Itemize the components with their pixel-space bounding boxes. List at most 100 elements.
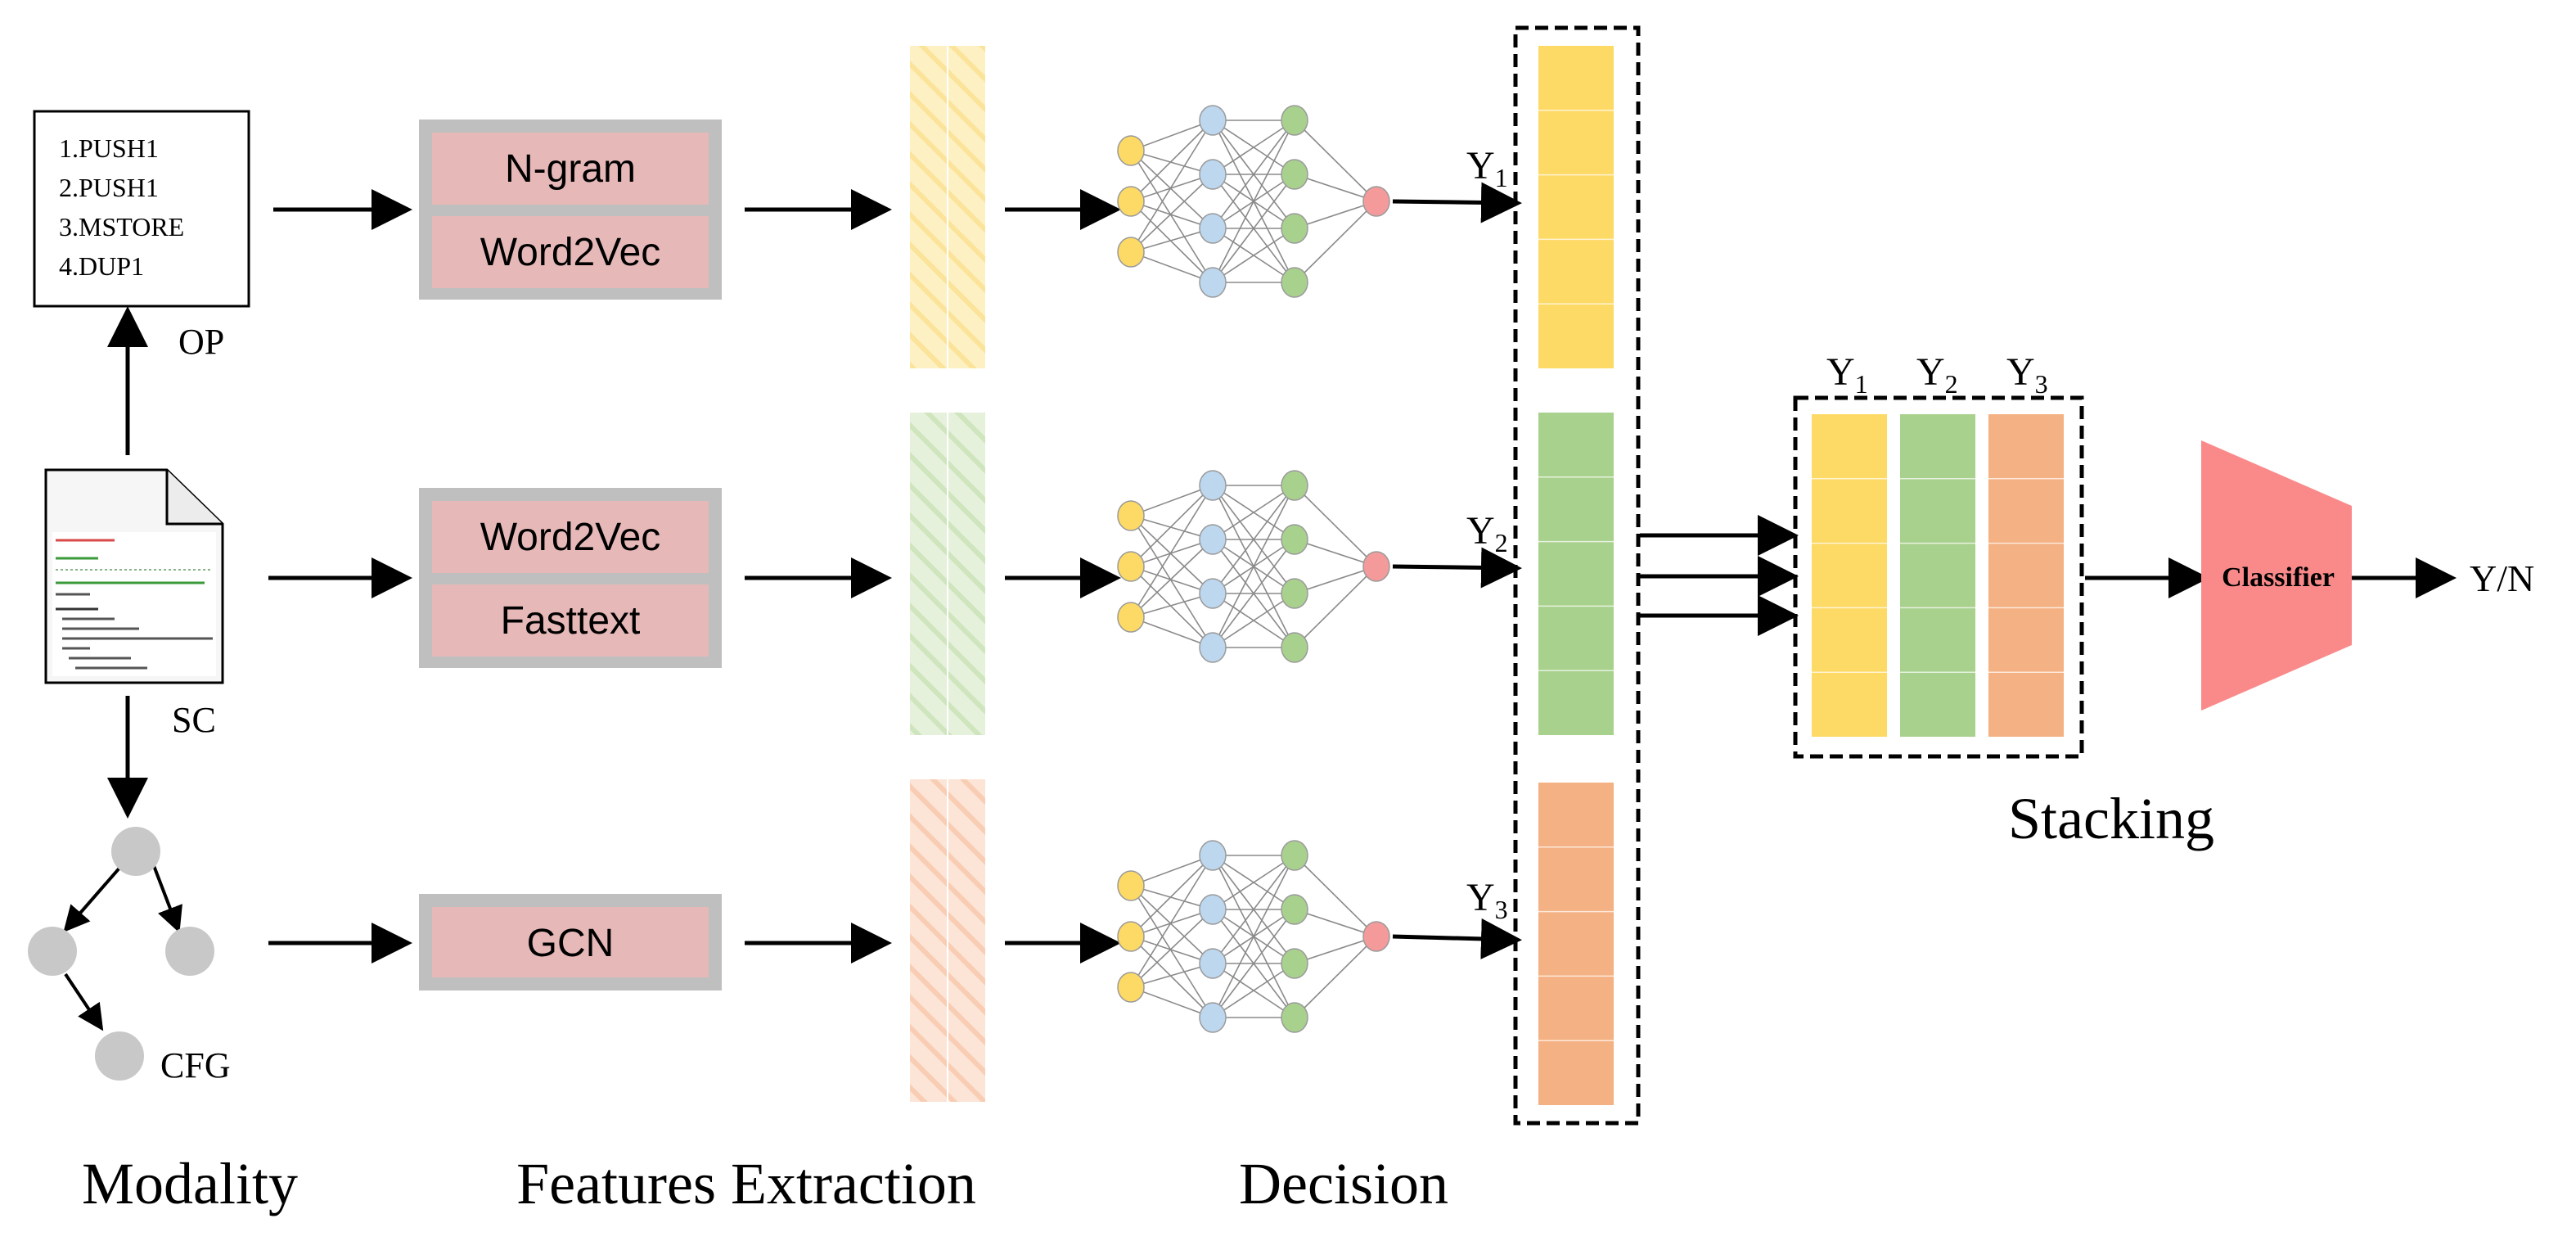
decision-bar-green [1538,413,1614,735]
decision-bar-yellow [1538,46,1614,368]
nn-edge [1130,909,1214,937]
nn-edge [1294,485,1377,567]
nn-edge [1130,566,1214,648]
nn-node [1281,159,1308,190]
nn-edge [1130,201,1214,229]
nn-node [1199,105,1227,136]
decision-bar-green-fill [1538,413,1614,735]
nn-edges [1130,120,1377,283]
nn-edge [1130,251,1214,283]
stacking-bar-orange-fill [1988,414,2064,737]
stacking-header-y1: Y1 [1826,350,1868,399]
arrow-nn1-to-decision [1392,182,1522,223]
nn-edge [1130,120,1214,151]
nn-node [1281,213,1308,244]
nn-edge [1130,885,1214,1018]
classifier-label: Classifier [2222,562,2335,593]
decision-y1-label: Y1 [1466,144,1508,192]
nn-edge [1294,855,1377,937]
nn-node [1199,470,1227,501]
document-icon [44,468,224,684]
nn-node [1362,921,1390,952]
stacking-header-y3: Y3 [2006,350,2048,399]
stacking-bar-yellow [1812,414,1887,737]
nn-node [1281,105,1308,136]
nn-edge [1130,855,1214,887]
arrow-nn3-to-decision [1392,918,1522,959]
nn-node [1281,267,1308,298]
nn-edge [1130,515,1214,540]
nn-node [1117,602,1145,633]
nn-node [1117,551,1145,582]
nn-edge [1294,201,1377,229]
nn-node [1117,921,1145,952]
graph-icon [28,827,214,1081]
stage-label-stacking: Stacking [2008,786,2214,851]
feature-box-row2: Word2Vec Fasttext [419,488,722,668]
nn-node [1199,632,1227,663]
decision-y2-label: Y2 [1466,509,1508,557]
op-label: OP [178,322,224,362]
feature-vector-orange [910,779,985,1102]
nn-edge [1212,855,1295,910]
feature-vector-yellow [910,46,985,368]
opcode-line-2: 2.PUSH1 [59,173,159,202]
stage-label-modality: Modality [82,1151,298,1216]
stacking-bar-orange [1988,414,2064,737]
nn-edge [1294,909,1377,937]
feature-gcn: GCN [527,922,615,965]
nn-edge [1212,120,1295,229]
nn-node [1362,186,1390,217]
nn-node [1281,840,1308,871]
nn-edge [1130,174,1214,202]
nn-node [1117,186,1145,217]
nn-node [1281,578,1308,609]
nn-node [1281,1002,1308,1033]
nn-edge [1130,566,1214,594]
nn-edge [1212,855,1295,1018]
nn-edge [1212,485,1295,594]
nn-edge [1294,201,1377,283]
nn-node [1117,500,1145,531]
decision-y3-label: Y3 [1466,876,1508,924]
nn-edge [1130,485,1214,517]
nn-node [1281,524,1308,555]
nn-edge [1212,855,1295,964]
arrow-nn2-to-decision [1392,547,1522,589]
nn-edge [1212,228,1295,283]
nn-node [1199,894,1227,925]
nn-edge [1130,593,1214,618]
opcode-line-3: 3.MSTORE [59,212,184,241]
decision-bar-yellow-fill [1538,46,1614,368]
nn-edge [1130,485,1214,618]
nn-node [1281,894,1308,925]
nn-edge [1212,120,1295,283]
nn-edges [1130,855,1377,1018]
nn-edge [1130,515,1214,594]
nn-edge [1130,120,1214,202]
nn-edge [1212,485,1295,648]
nn-edge [1130,150,1214,283]
nn-edge [1212,963,1295,1018]
nn-edge [1130,174,1214,253]
nn-edge [1130,855,1214,988]
nn-edge [1294,936,1377,964]
nn-edge [1130,909,1214,988]
stacking-bars [1812,414,2064,737]
decision-bars [1538,46,1614,1105]
nn-node [1199,213,1227,244]
feature-word2vec-1: Word2Vec [480,231,661,274]
decision-bar-orange [1538,783,1614,1105]
sc-label: SC [172,700,216,740]
stage-label-features: Features Extraction [516,1151,976,1216]
nn-node [1199,267,1227,298]
stacking-bar-green [1900,414,1975,737]
nn-edge [1130,885,1214,910]
nn-edge [1212,485,1295,540]
decision-container [1513,25,1641,1126]
feature-word2vec-2: Word2Vec [480,516,661,559]
opcode-line-4: 4.DUP1 [59,251,144,281]
stacking-container [1793,395,2084,759]
